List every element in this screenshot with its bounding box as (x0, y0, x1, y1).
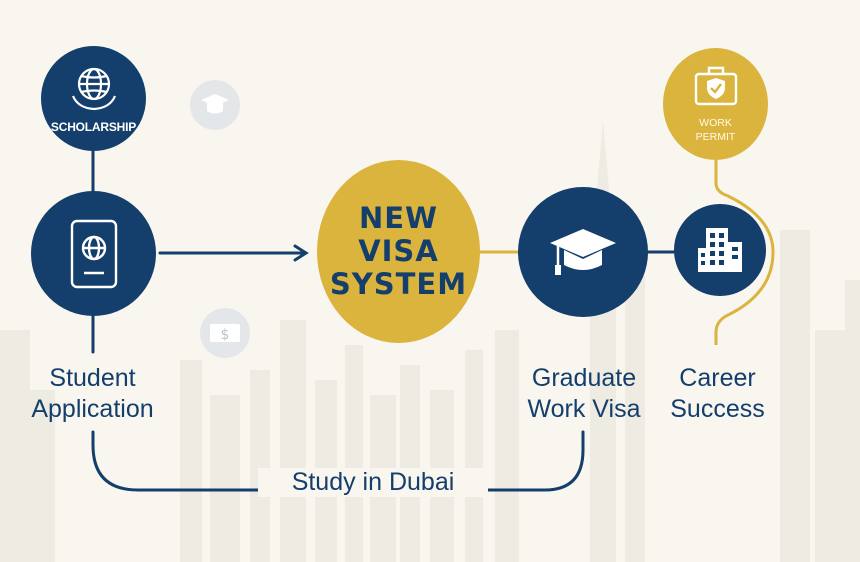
career-success-node (674, 204, 766, 296)
briefcase-shield-icon (694, 66, 737, 106)
center-line-2: VISA (358, 234, 439, 268)
student-application-line-1: Student (49, 364, 136, 392)
graduation-ghost-node (190, 80, 240, 130)
svg-text:$: $ (221, 327, 230, 343)
graduate-work-visa-line-1: Graduate (531, 364, 637, 392)
graduation-cap-icon (201, 94, 229, 114)
new-visa-system-node: NEW VISA SYSTEM (317, 160, 480, 343)
graduate-work-visa-line-2: Work Visa (527, 395, 641, 423)
work-permit-label-2: PERMIT (695, 131, 736, 143)
graduate-work-visa-label: Graduate Work Visa (505, 363, 663, 425)
career-success-line-2: Success (670, 395, 765, 423)
money-icon: $ (210, 324, 240, 343)
work-permit-node: WORK PERMIT (663, 48, 768, 160)
globe-hands-icon (71, 67, 116, 110)
student-application-node (31, 191, 156, 316)
study-in-dubai-label: Study in Dubai (258, 468, 488, 497)
student-application-line-2: Application (31, 395, 154, 423)
passport-icon (70, 219, 117, 288)
student-application-label: Student Application (10, 363, 175, 425)
career-success-line-1: Career (679, 364, 756, 392)
office-building-icon (698, 228, 742, 272)
work-permit-label-1: WORK (699, 117, 732, 129)
scholarship-node: SCHOLARSHIP (41, 46, 146, 151)
graduation-cap-icon (550, 229, 616, 275)
scholarship-label: SCHOLARSHIP (50, 119, 137, 134)
money-ghost-node: $ (200, 308, 250, 358)
center-line-3: SYSTEM (329, 267, 468, 301)
career-success-label: Career Success (655, 363, 780, 425)
center-line-1: NEW (358, 201, 439, 235)
graduate-work-visa-node (518, 187, 648, 317)
